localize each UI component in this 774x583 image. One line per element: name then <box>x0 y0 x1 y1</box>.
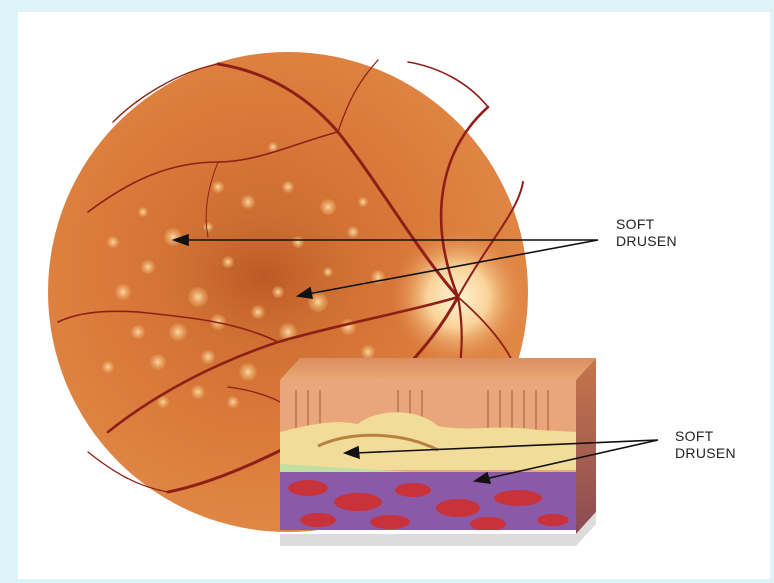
label-line-1: SOFT <box>616 216 677 233</box>
label-line-2: DRUSEN <box>616 233 677 250</box>
label-line-2: DRUSEN <box>675 445 736 462</box>
drusen-illustration <box>18 12 770 579</box>
illustration-panel: SOFT DRUSEN SOFT DRUSEN <box>18 12 770 579</box>
retina-cross-section-icon <box>280 358 596 546</box>
soft-drusen-label-fundus: SOFT DRUSEN <box>616 216 677 250</box>
label-line-1: SOFT <box>675 428 736 445</box>
soft-drusen-label-section: SOFT DRUSEN <box>675 428 736 462</box>
